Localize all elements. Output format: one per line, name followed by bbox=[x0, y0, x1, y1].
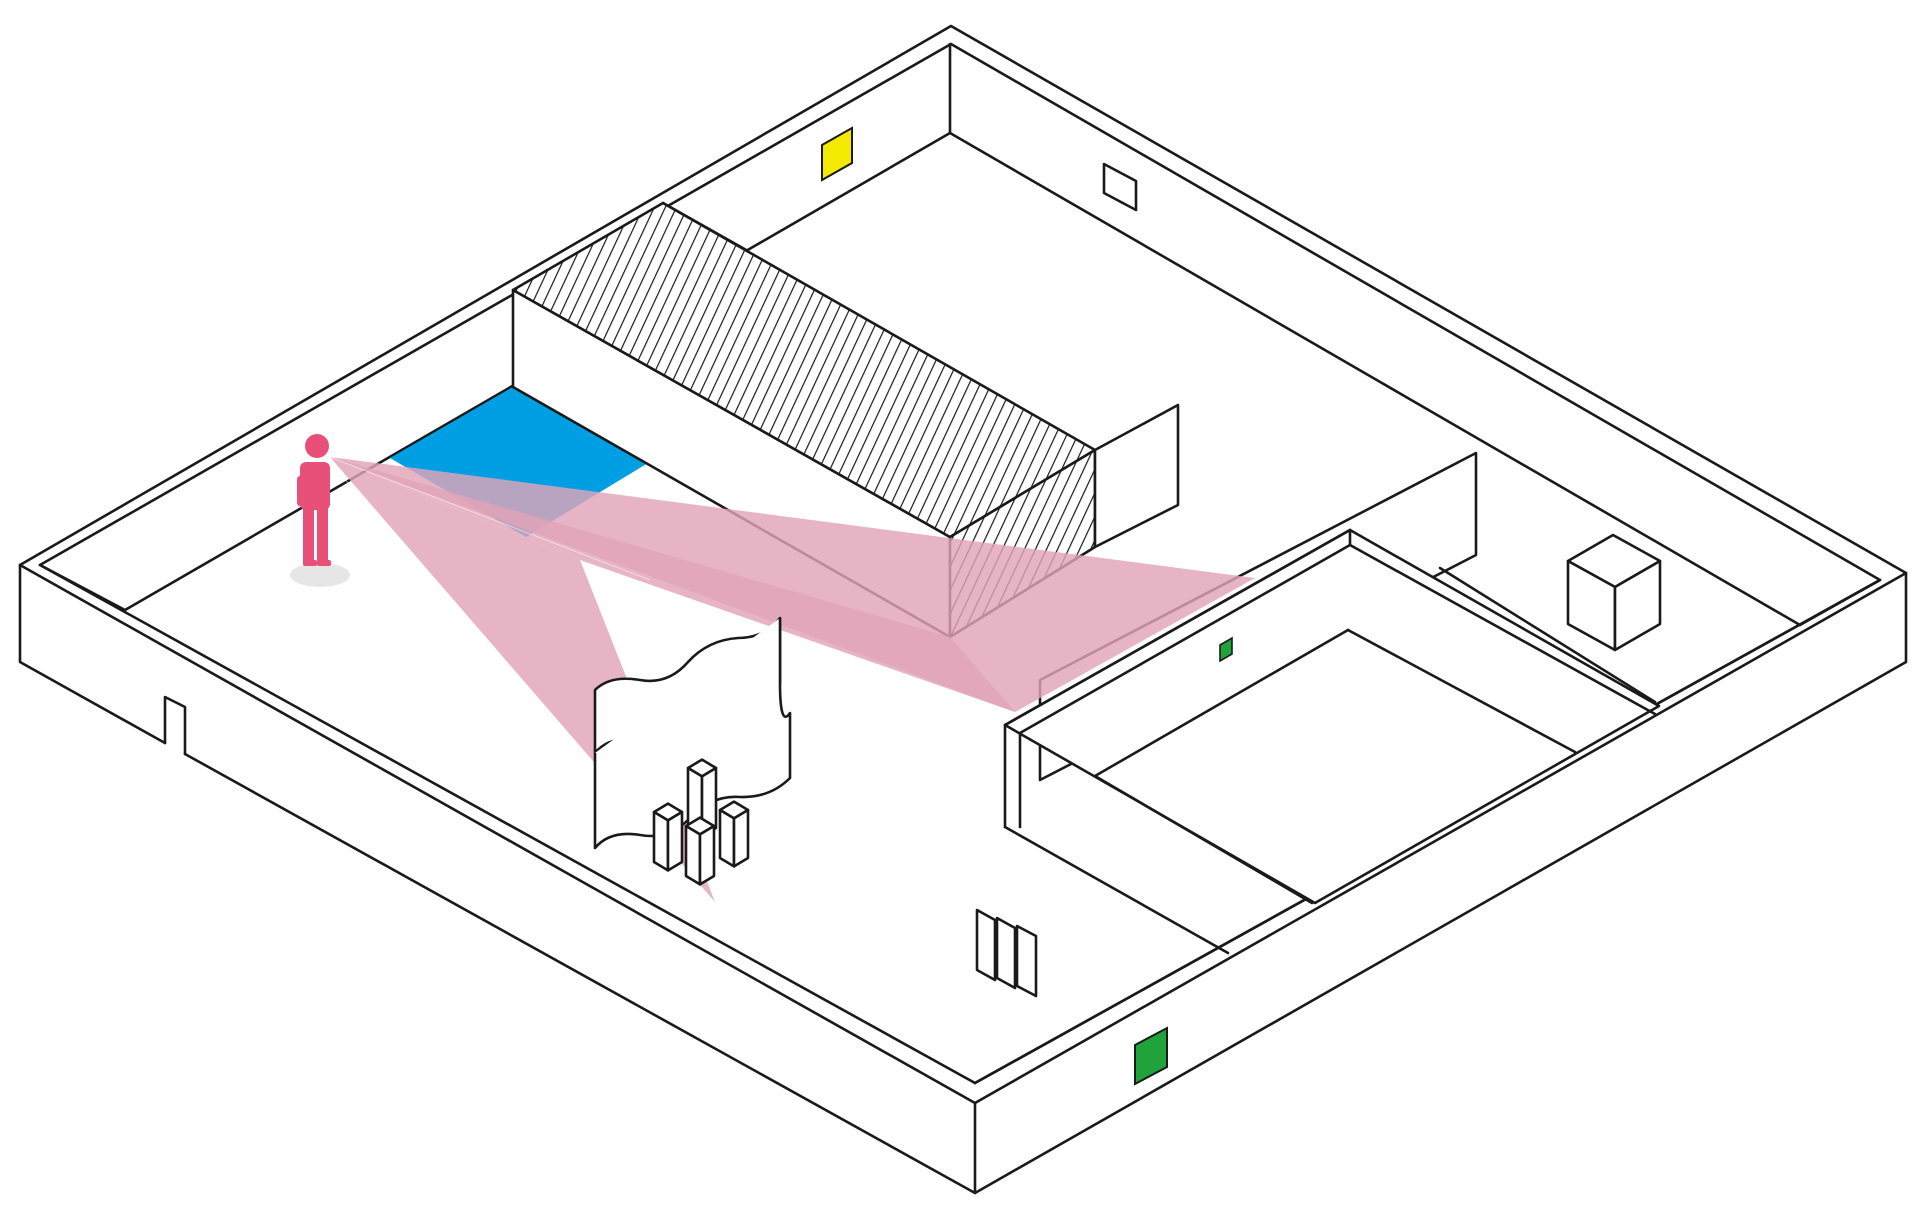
standing-panels bbox=[975, 908, 1038, 998]
outer-walls bbox=[18, 24, 1908, 1195]
visitor-shadow bbox=[290, 563, 350, 587]
pillar-sculptures bbox=[652, 758, 750, 886]
pillar-3-face-3 bbox=[732, 808, 750, 868]
enclosed-room bbox=[1003, 528, 1661, 955]
person-icon bbox=[297, 434, 331, 566]
pillar-3-face-2 bbox=[718, 808, 736, 868]
pillar-4-face-3 bbox=[698, 824, 716, 886]
green-wall-artwork-small bbox=[1219, 636, 1233, 663]
cube-plinth bbox=[1566, 533, 1662, 652]
pillar-1-face-3 bbox=[666, 810, 684, 872]
visitor bbox=[290, 434, 350, 587]
pillar-2-face-3 bbox=[700, 766, 718, 838]
white-wall-artwork bbox=[1102, 162, 1138, 212]
pillar-4-face-2 bbox=[684, 824, 702, 886]
yellow-wall-artwork bbox=[821, 126, 853, 182]
pillar-1-face-2 bbox=[652, 810, 670, 872]
green-wall-artwork-large bbox=[1134, 1026, 1168, 1086]
